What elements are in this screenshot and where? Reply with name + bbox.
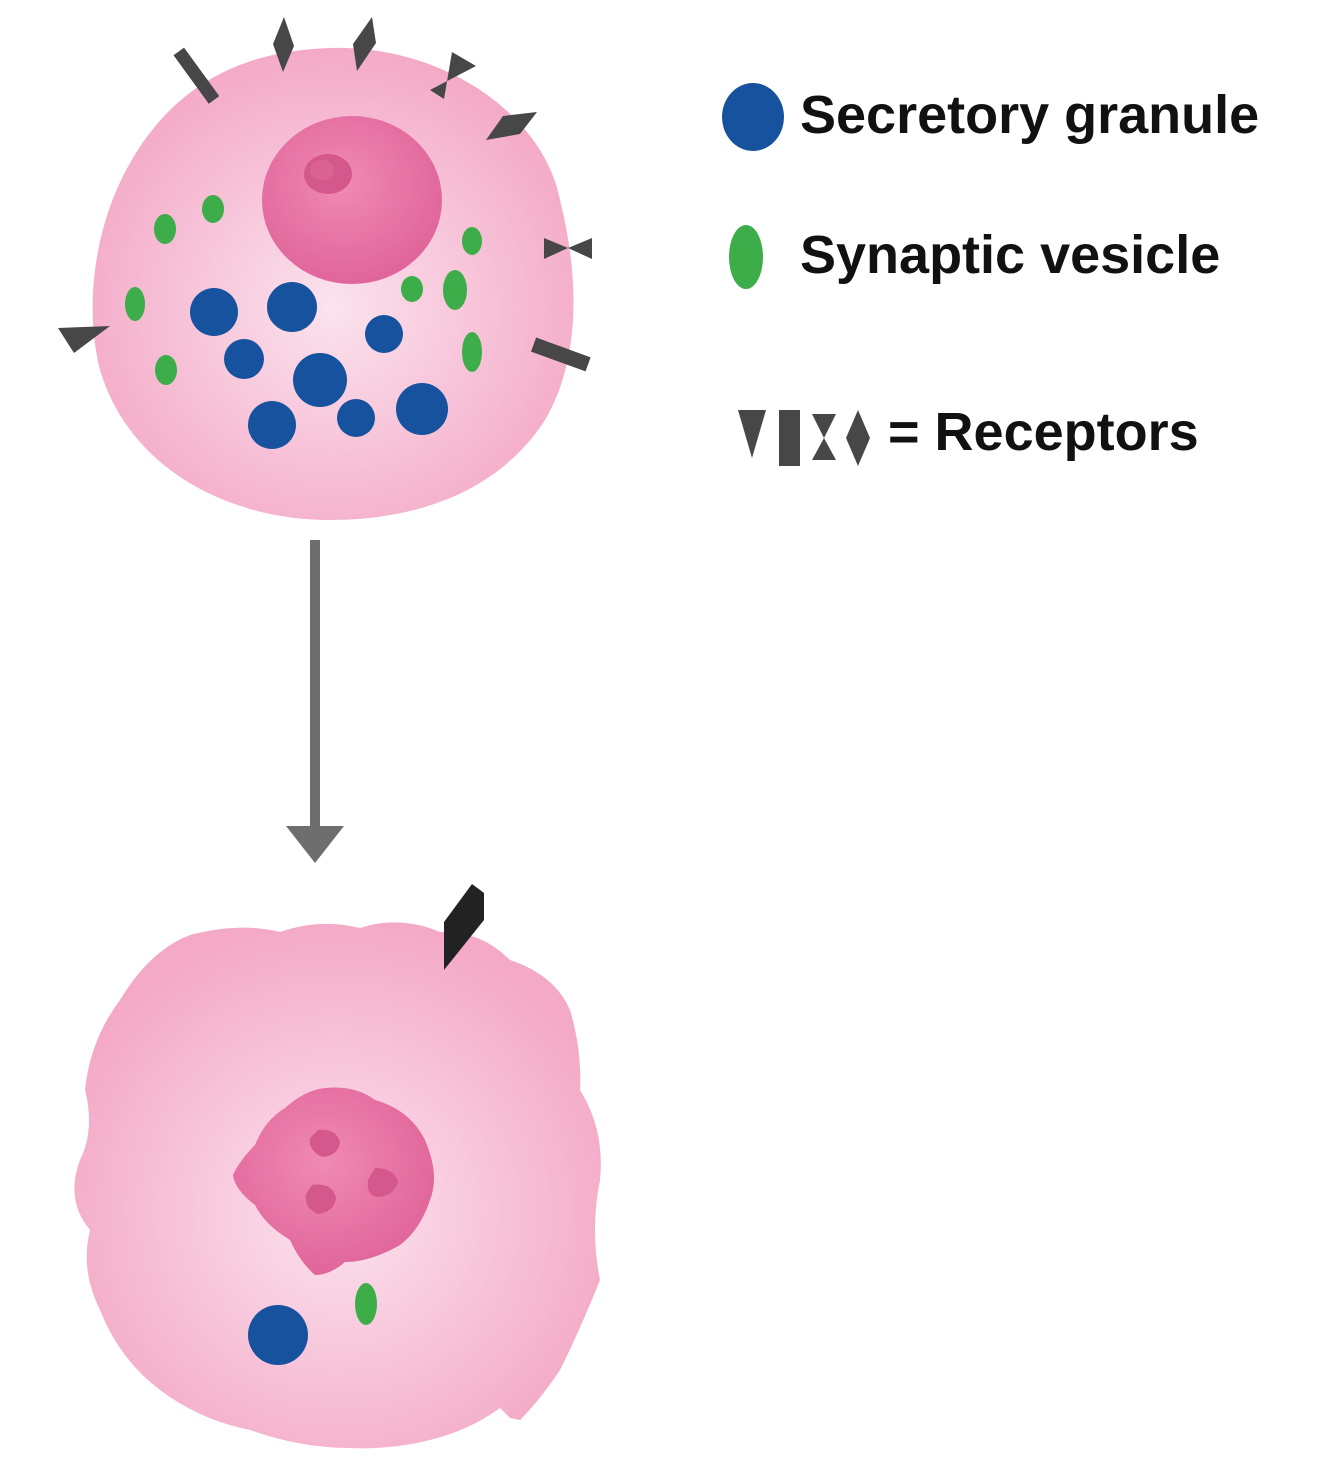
- healthy-nucleus: [262, 116, 442, 284]
- synaptic-vesicle: [443, 270, 467, 310]
- secretory-granule: [248, 401, 296, 449]
- degenerated-cell: [74, 884, 601, 1449]
- secretory-granule: [190, 288, 238, 336]
- synaptic-vesicles: [125, 195, 482, 385]
- synaptic-vesicle: [202, 195, 224, 223]
- diamond-receptor-icon: [846, 410, 870, 466]
- secretory-granule: [337, 399, 375, 437]
- nucleolus-highlight: [310, 160, 334, 180]
- secretory-granules: [190, 282, 448, 449]
- secretory-granule: [396, 383, 448, 435]
- chromatin-clump: [367, 1168, 398, 1197]
- chromatin-clump: [305, 1184, 336, 1214]
- legend-label-synaptic-vesicle: Synaptic vesicle: [800, 225, 1221, 285]
- diamond-receptor: [353, 17, 376, 71]
- surface-receptors: [58, 17, 592, 372]
- healthy-cell-body: [92, 47, 574, 520]
- pyknotic-nucleus: [233, 1087, 434, 1275]
- secretory-granule: [248, 1305, 308, 1365]
- bar-receptor: [531, 337, 591, 372]
- synaptic-vesicle: [154, 214, 176, 244]
- synaptic-vesicle: [462, 332, 482, 372]
- synaptic-vesicle: [462, 227, 482, 255]
- bowtie-receptor-icon: [812, 414, 836, 460]
- synaptic-vesicle: [125, 287, 145, 321]
- bowtie-receptor: [544, 238, 592, 259]
- legend-receptor-icons: [738, 410, 870, 466]
- legend-secretory-granule-icon: [722, 83, 784, 151]
- bar-receptor: [173, 47, 220, 104]
- legend-label-secretory-granule: Secretory granule: [800, 85, 1260, 145]
- diamond-receptor: [273, 17, 294, 72]
- chromatin-clump: [309, 1129, 340, 1157]
- nucleus-shape: [262, 116, 442, 284]
- parallelogram-receptor: [486, 112, 537, 140]
- secretory-granule: [293, 353, 347, 407]
- secretory-granule: [224, 339, 264, 379]
- arrow-shaft: [310, 540, 320, 830]
- triangle-receptor-icon: [738, 410, 766, 458]
- arrow-head: [286, 826, 344, 863]
- pyknotic-nucleus-shape: [233, 1087, 434, 1275]
- transition-arrow: [286, 540, 344, 863]
- triangle-receptor: [58, 326, 110, 353]
- bowtie-receptor: [430, 52, 476, 99]
- legend-label-receptors: = Receptors: [888, 402, 1199, 462]
- secretory-granule: [365, 315, 403, 353]
- secretory-granule: [267, 282, 317, 332]
- synaptic-vesicle: [401, 276, 423, 302]
- synaptic-vesicle: [355, 1283, 377, 1325]
- legend-synaptic-vesicle-icon: [729, 225, 763, 289]
- bar-receptor-icon: [779, 410, 800, 466]
- legend-icons: [722, 83, 870, 466]
- receptor-remaining: [444, 884, 484, 970]
- synaptic-vesicle: [155, 355, 177, 385]
- healthy-cell: [58, 17, 592, 520]
